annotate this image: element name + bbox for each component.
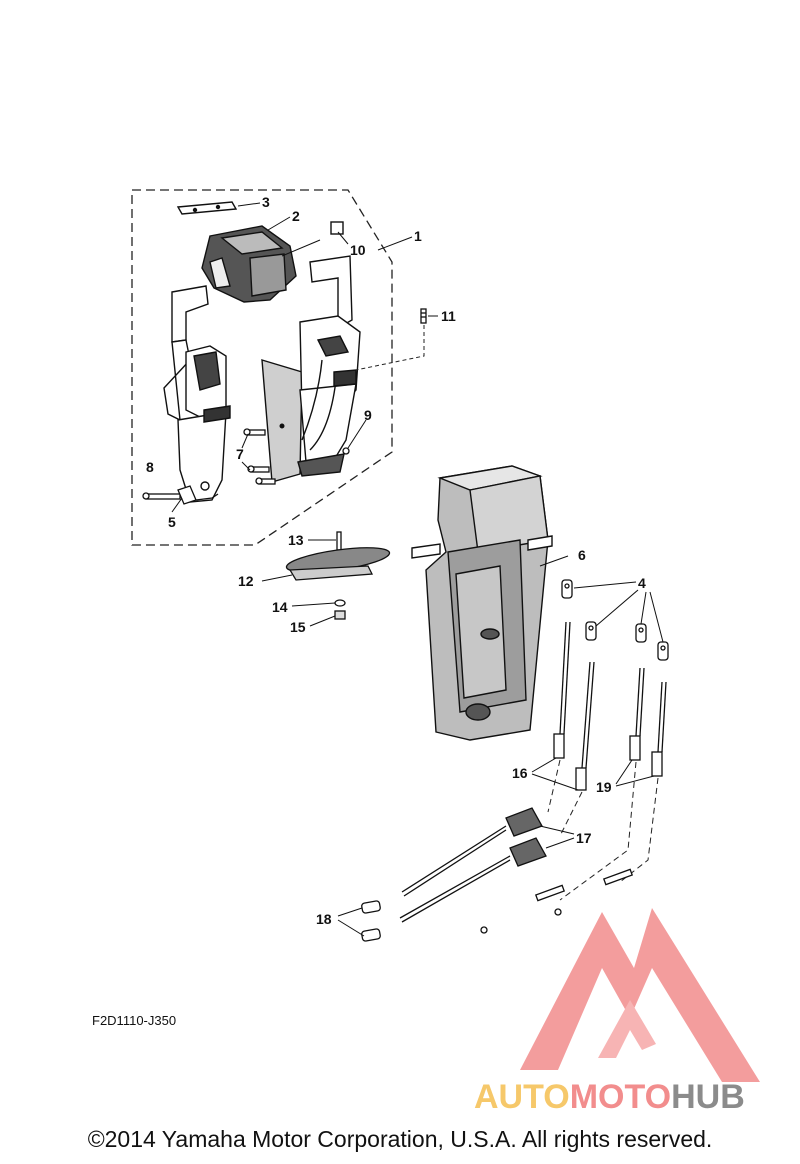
- right-control-body: [297, 255, 361, 477]
- part-2-cover: [201, 225, 297, 303]
- part-6-housing: [411, 465, 553, 741]
- leader-lines: [171, 202, 664, 937]
- left-control-body: [163, 285, 231, 503]
- part-17-fittings: [505, 807, 547, 867]
- leader-11-dashed: [355, 325, 425, 371]
- callout-9: 9: [364, 407, 372, 423]
- callout-12: 12: [238, 573, 254, 589]
- center-plate: [261, 359, 303, 483]
- part-16-cables: [553, 621, 595, 791]
- callout-8: 8: [146, 459, 154, 475]
- callout-7: 7: [236, 446, 244, 462]
- callout-19: 19: [596, 779, 612, 795]
- brand-hub: HUB: [671, 1078, 745, 1116]
- assembly-boundary-dashed: [131, 189, 393, 546]
- part-12-gasket: [285, 547, 391, 581]
- copyright-notice: ©2014 Yamaha Motor Corporation, U.S.A. A…: [87, 1126, 713, 1152]
- long-cables: [399, 825, 511, 923]
- callout-11: 11: [441, 308, 456, 324]
- callout-13: 13: [288, 532, 304, 548]
- part-11-bolt: [420, 308, 427, 324]
- callout-17: 17: [576, 830, 592, 846]
- part-10-clip: [330, 221, 344, 235]
- part-18-sleeves: [361, 900, 381, 942]
- automotohub-watermark: AUTOMOTOHUB: [474, 1078, 745, 1117]
- part-4-cable-ends: [561, 579, 669, 661]
- brand-auto: AUTO: [474, 1078, 570, 1116]
- callout-15: 15: [290, 619, 306, 635]
- callout-4: 4: [638, 575, 646, 591]
- brand-moto: MOTO: [569, 1078, 672, 1116]
- callout-5: 5: [168, 514, 176, 530]
- part-14-15-nut-washer: [334, 599, 346, 620]
- callout-1: 1: [414, 228, 422, 244]
- part-8-bolt: [142, 492, 181, 500]
- reference-code: F2D1110-J350: [92, 1013, 177, 1028]
- callout-14: 14: [272, 599, 288, 615]
- callout-3: 3: [262, 194, 270, 210]
- part-5-link: [177, 485, 219, 505]
- callout-labels: 1 2 3 4 5 6 7 8 9 10 11 12 13 14 15 16 1…: [146, 194, 646, 927]
- callout-16: 16: [512, 765, 528, 781]
- part-3-bracket: [176, 201, 238, 215]
- part-13-bolt: [336, 531, 342, 551]
- part-9-washer: [342, 447, 350, 455]
- part-19-cable-ends: [480, 868, 634, 934]
- callout-6: 6: [578, 547, 586, 563]
- part-19-cables: [629, 667, 667, 777]
- callout-18: 18: [316, 911, 332, 927]
- cable-routing-dashed: [547, 759, 659, 901]
- automotohub-logo-mark: [520, 908, 760, 1082]
- part-7-screws: [243, 428, 276, 485]
- callout-10: 10: [350, 242, 366, 258]
- callout-2: 2: [292, 208, 300, 224]
